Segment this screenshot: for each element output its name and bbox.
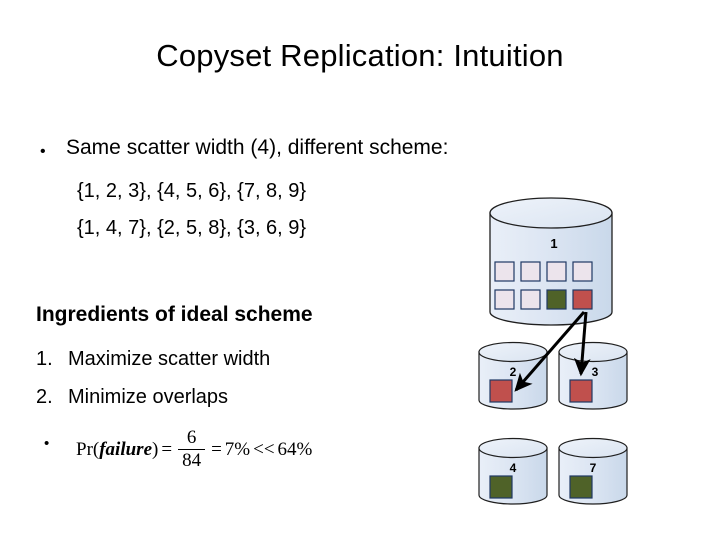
bullet-same-scatter-width: Same scatter width (4), different scheme… — [66, 136, 449, 159]
cylinder-3-top — [558, 341, 628, 363]
cylinder-node-1[interactable]: 1 — [489, 197, 613, 326]
chunk-square-green[interactable] — [489, 475, 513, 499]
chunk-square-red[interactable] — [489, 379, 513, 403]
formula-result: 7% — [224, 438, 251, 460]
arrow-1-to-2 — [514, 311, 586, 392]
formula-comparator: << — [253, 438, 275, 460]
diagram-svg: 1 2 — [478, 197, 628, 505]
chunk-square-empty[interactable] — [546, 261, 567, 282]
formula-variable: failure — [99, 438, 153, 460]
formula-fraction: 6 84 — [178, 427, 206, 472]
formula-equals-2: = — [211, 438, 222, 460]
copyset-line-2: {1, 4, 7}, {2, 5, 8}, {3, 6, 9} — [77, 217, 307, 239]
cylinder-node-2[interactable]: 2 — [478, 341, 548, 410]
list-item-minimize-overlaps: Minimize overlaps — [68, 386, 229, 408]
formula-bullet-marker-icon: • — [44, 435, 50, 452]
cylinder-2-top — [478, 341, 548, 363]
cylinder-1-top — [489, 197, 613, 229]
formula-compared-value: 64% — [277, 438, 313, 460]
copyset-line-1: {1, 2, 3}, {4, 5, 6}, {7, 8, 9} — [77, 180, 307, 202]
cylinder-3-label: 3 — [592, 365, 599, 379]
ingredients-heading: Ingredients of ideal scheme — [36, 303, 313, 326]
cylinder-1-label: 1 — [550, 236, 557, 251]
chunk-square-green[interactable] — [569, 475, 593, 499]
bullet-marker-icon: • — [40, 143, 46, 160]
cylinder-7-top — [558, 437, 628, 459]
chunk-square-red[interactable] — [569, 379, 593, 403]
chunk-square-red-primary[interactable] — [572, 289, 593, 310]
chunk-square-empty[interactable] — [494, 261, 515, 282]
chunk-square-empty[interactable] — [572, 261, 593, 282]
list-item-marker-1: 1. — [36, 348, 53, 370]
cylinder-node-7[interactable]: 7 — [558, 437, 628, 505]
cylinder-2-label: 2 — [510, 365, 517, 379]
failure-probability-formula: Pr( failure ) = 6 84 = 7% << 64% — [76, 428, 312, 471]
formula-fraction-bar — [178, 448, 206, 451]
chunk-square-empty[interactable] — [520, 289, 541, 310]
list-item-marker-2: 2. — [36, 386, 53, 408]
page-title: Copyset Replication: Intuition — [156, 38, 564, 73]
formula-equals-1: = — [161, 438, 173, 460]
cylinder-node-4[interactable]: 4 — [478, 437, 548, 505]
cylinder-4-top — [478, 437, 548, 459]
arrow-1-to-3 — [573, 311, 591, 377]
formula-numerator: 6 — [186, 427, 197, 448]
replication-diagram: 1 2 — [460, 190, 710, 520]
formula-denominator: 84 — [182, 450, 202, 472]
list-item-maximize-scatter-width: Maximize scatter width — [68, 348, 271, 370]
formula-pr-prefix: Pr( — [76, 438, 100, 460]
chunk-square-empty[interactable] — [520, 261, 541, 282]
cylinder-node-3[interactable]: 3 — [558, 341, 628, 410]
chunk-square-empty[interactable] — [494, 289, 515, 310]
chunk-square-green[interactable] — [546, 289, 567, 310]
formula-suffix: ) — [152, 438, 159, 460]
cylinder-4-label: 4 — [510, 461, 517, 475]
cylinder-7-label: 7 — [590, 461, 597, 475]
